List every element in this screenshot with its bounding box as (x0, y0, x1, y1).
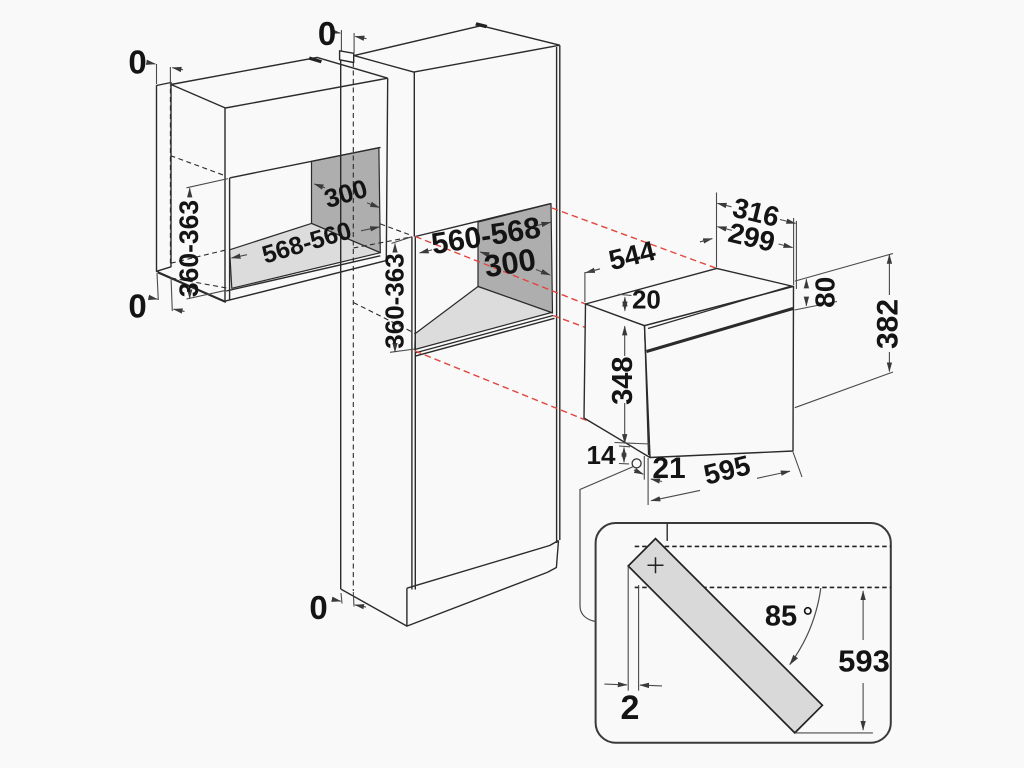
svg-text:20: 20 (632, 285, 661, 315)
svg-text:593: 593 (838, 644, 890, 679)
svg-text:0: 0 (309, 589, 327, 626)
svg-text:80: 80 (809, 277, 840, 308)
svg-text:0: 0 (128, 288, 146, 325)
svg-text:21: 21 (652, 452, 685, 485)
svg-text:0: 0 (318, 15, 336, 52)
svg-text:2: 2 (621, 689, 640, 727)
svg-text:360-363: 360-363 (174, 200, 204, 297)
svg-text:360-363: 360-363 (380, 253, 410, 348)
svg-text:300: 300 (482, 242, 539, 285)
svg-text:0: 0 (128, 44, 146, 81)
svg-text:85: 85 (765, 601, 797, 633)
svg-text:14: 14 (587, 440, 616, 470)
svg-text:348: 348 (607, 357, 639, 405)
svg-text:382: 382 (872, 299, 905, 349)
